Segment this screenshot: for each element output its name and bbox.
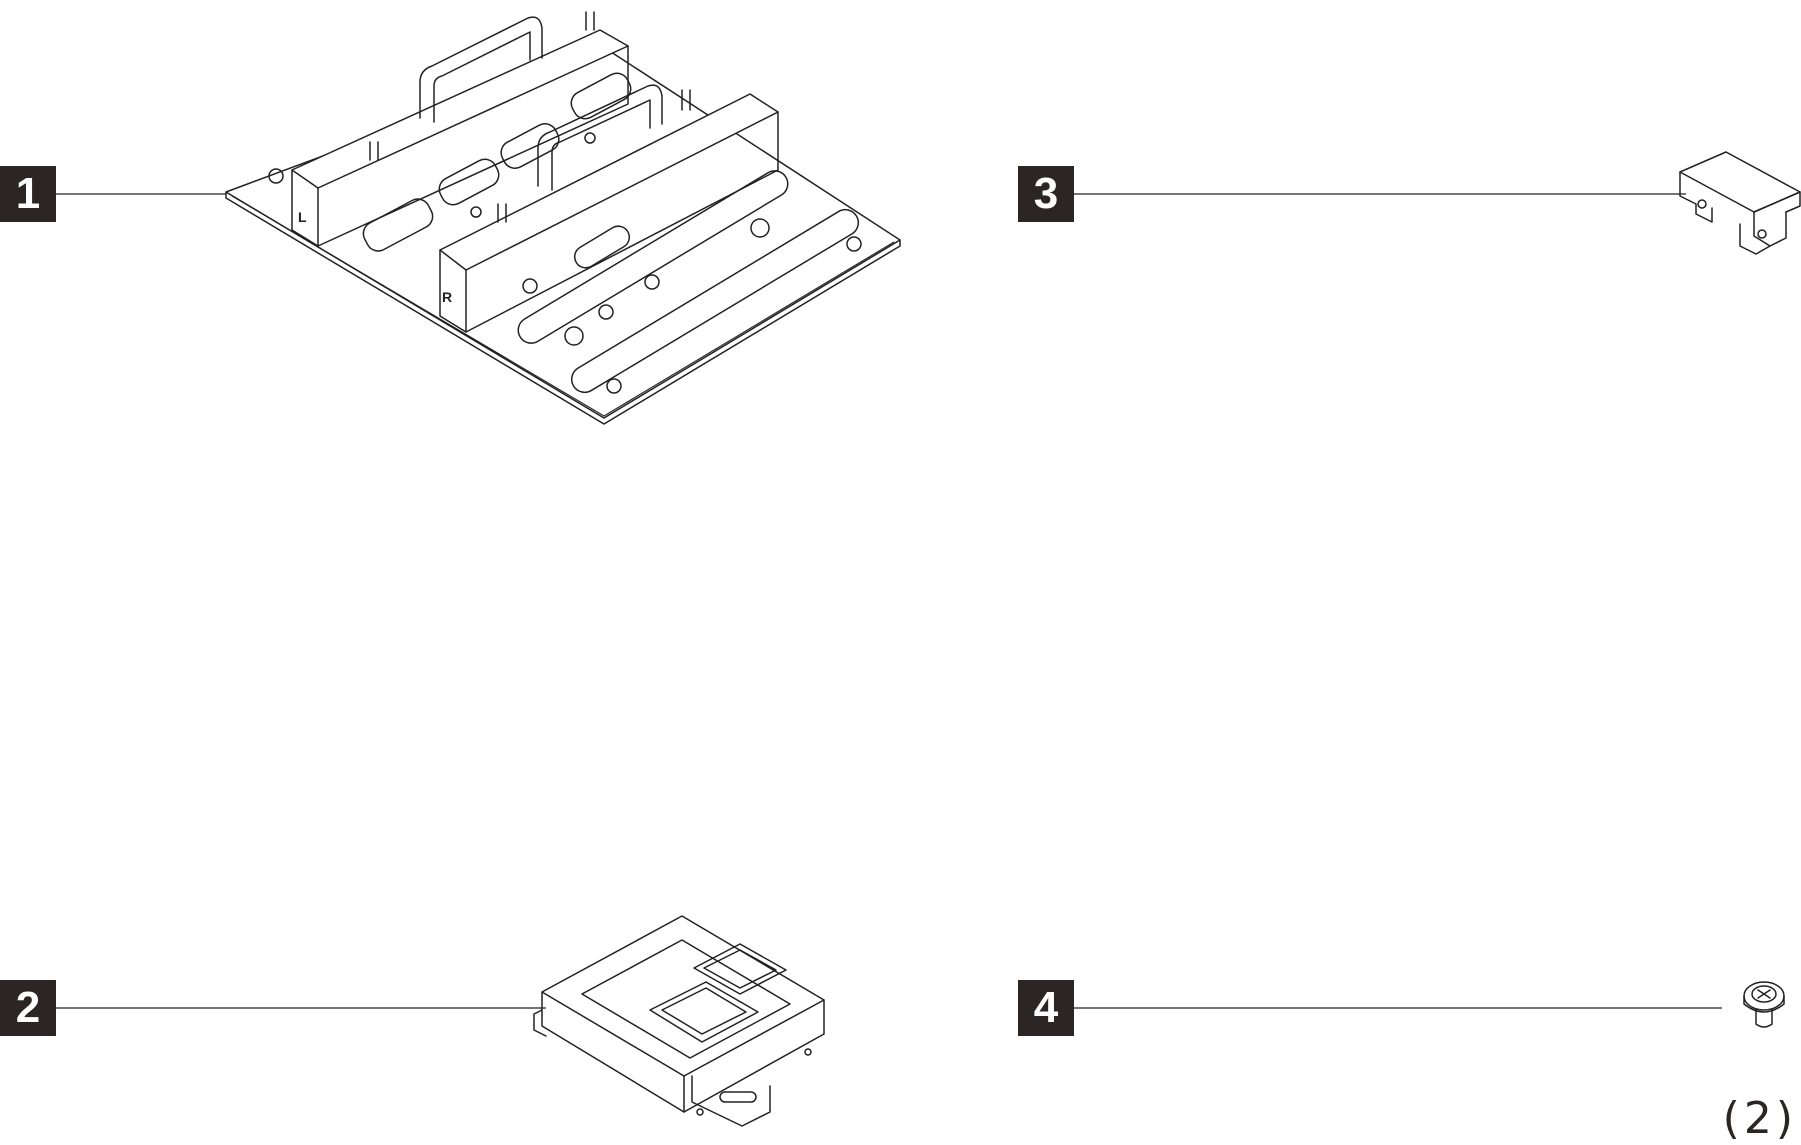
svg-text:R: R: [442, 289, 452, 305]
part-2-drive-cage: [533, 915, 825, 1127]
part-1-mounting-plate: L R: [225, 11, 901, 425]
part-4-screw: [1743, 981, 1785, 1028]
callout-4: 4: [1018, 980, 1074, 1036]
callout-2: 2: [0, 980, 56, 1036]
svg-text:L: L: [298, 209, 307, 225]
callout-1: 1: [0, 166, 56, 222]
callout-3: 3: [1018, 166, 1074, 222]
part-3-clip-bracket: [1679, 151, 1801, 255]
quantity-note: (2): [1722, 1093, 1797, 1144]
